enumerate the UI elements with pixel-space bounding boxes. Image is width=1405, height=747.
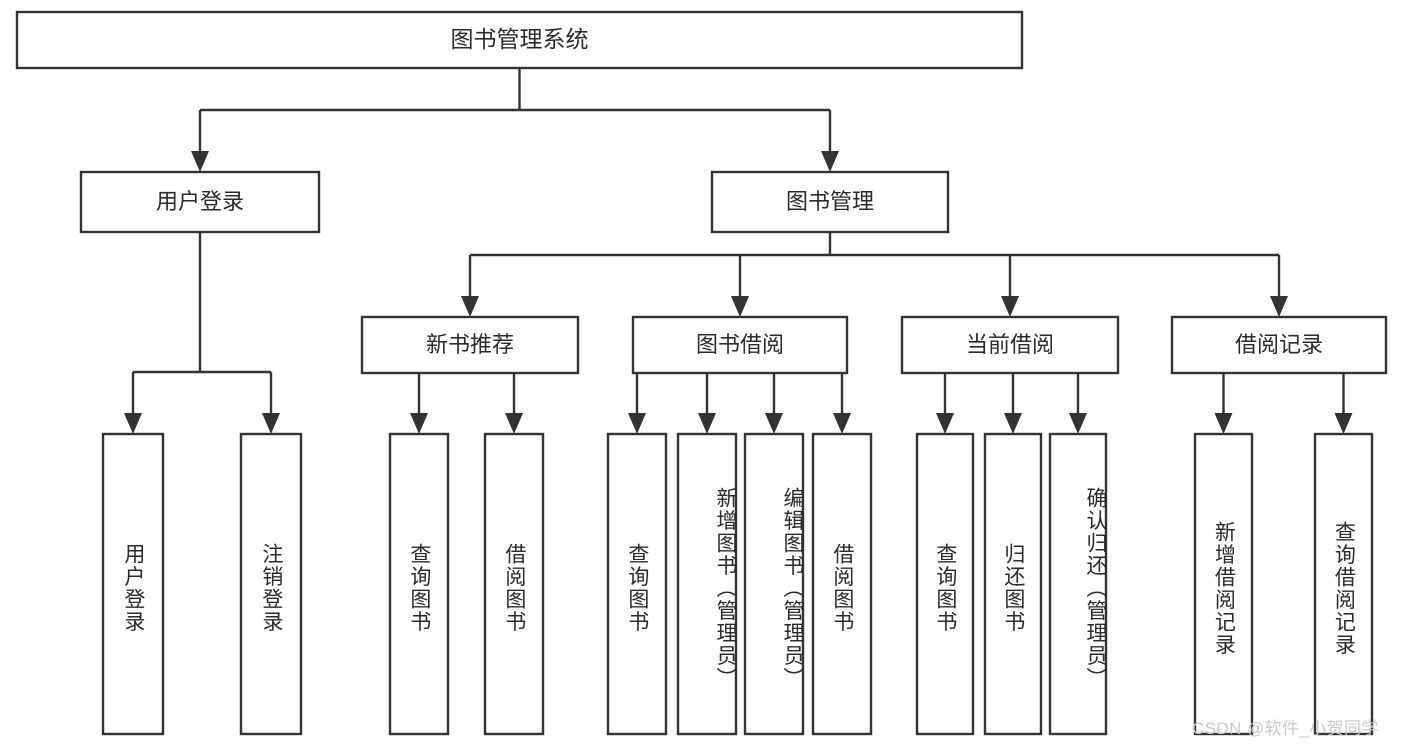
node-box-book-borrow[interactable] [631,315,849,375]
arrow-head-new-book-rec-1 [505,413,523,434]
node-box-leaf-user-login[interactable] [101,432,165,736]
node-box-leaf-cb-query[interactable] [915,432,975,736]
node-box-leaf-rec-query[interactable] [388,432,450,736]
arrow-head-book-borrow-3 [833,413,851,434]
node-label-book-manage: 图书管理 [786,189,874,214]
node-box-borrow-record[interactable] [1170,315,1388,375]
arrow-head-book-manage-2 [1001,296,1019,317]
arrow-head-book-borrow-1 [698,413,716,434]
node-box-root[interactable] [15,10,1024,70]
node-box-layer [15,10,1388,736]
node-box-leaf-rec-borrow[interactable] [483,432,545,736]
arrow-head-current-borrow-0 [936,413,954,434]
node-box-leaf-br-add[interactable] [1193,432,1254,736]
node-label-user-login: 用户登录 [156,189,244,214]
arrow-head-book-borrow-2 [765,413,783,434]
arrow-head-book-borrow-0 [628,413,646,434]
arrow-head-book-manage-1 [731,296,749,317]
csdn-watermark: CSDN @软件_小贺同学 [1192,719,1379,738]
arrow-head-book-manage-3 [1270,296,1288,317]
node-label-current-borrow: 当前借阅 [966,332,1054,357]
node-box-leaf-cb-confirm[interactable] [1048,432,1108,736]
node-box-leaf-bb-borrow[interactable] [811,432,873,736]
arrow-head-borrow-record-0 [1214,413,1233,434]
connector-layer [124,68,1353,434]
arrow-head-current-borrow-1 [1004,413,1022,434]
arrow-head-current-borrow-2 [1069,413,1087,434]
node-box-leaf-user-logout[interactable] [239,432,303,736]
node-box-leaf-bb-edit[interactable] [743,432,805,736]
node-box-current-borrow[interactable] [900,315,1120,375]
node-box-leaf-br-query[interactable] [1313,432,1374,736]
arrow-head-user-login-1 [262,413,280,434]
node-label-root: 图书管理系统 [451,26,589,52]
node-box-leaf-cb-return[interactable] [983,432,1043,736]
node-box-leaf-bb-add[interactable] [676,432,738,736]
node-box-book-manage[interactable] [710,170,950,234]
node-box-new-book-rec[interactable] [360,315,580,375]
node-box-leaf-bb-query[interactable] [606,432,668,736]
node-label-borrow-record: 借阅记录 [1235,332,1323,357]
arrow-head-root-1 [821,151,839,172]
arrow-head-root-0 [191,151,209,172]
node-label-new-book-rec: 新书推荐 [426,332,514,357]
arrow-head-borrow-record-1 [1334,413,1353,434]
arrow-head-user-login-0 [124,413,142,434]
node-box-user-login[interactable] [79,170,321,234]
arrow-head-new-book-rec-0 [410,413,428,434]
arrow-head-book-manage-0 [461,296,479,317]
node-label-book-borrow: 图书借阅 [696,332,784,357]
